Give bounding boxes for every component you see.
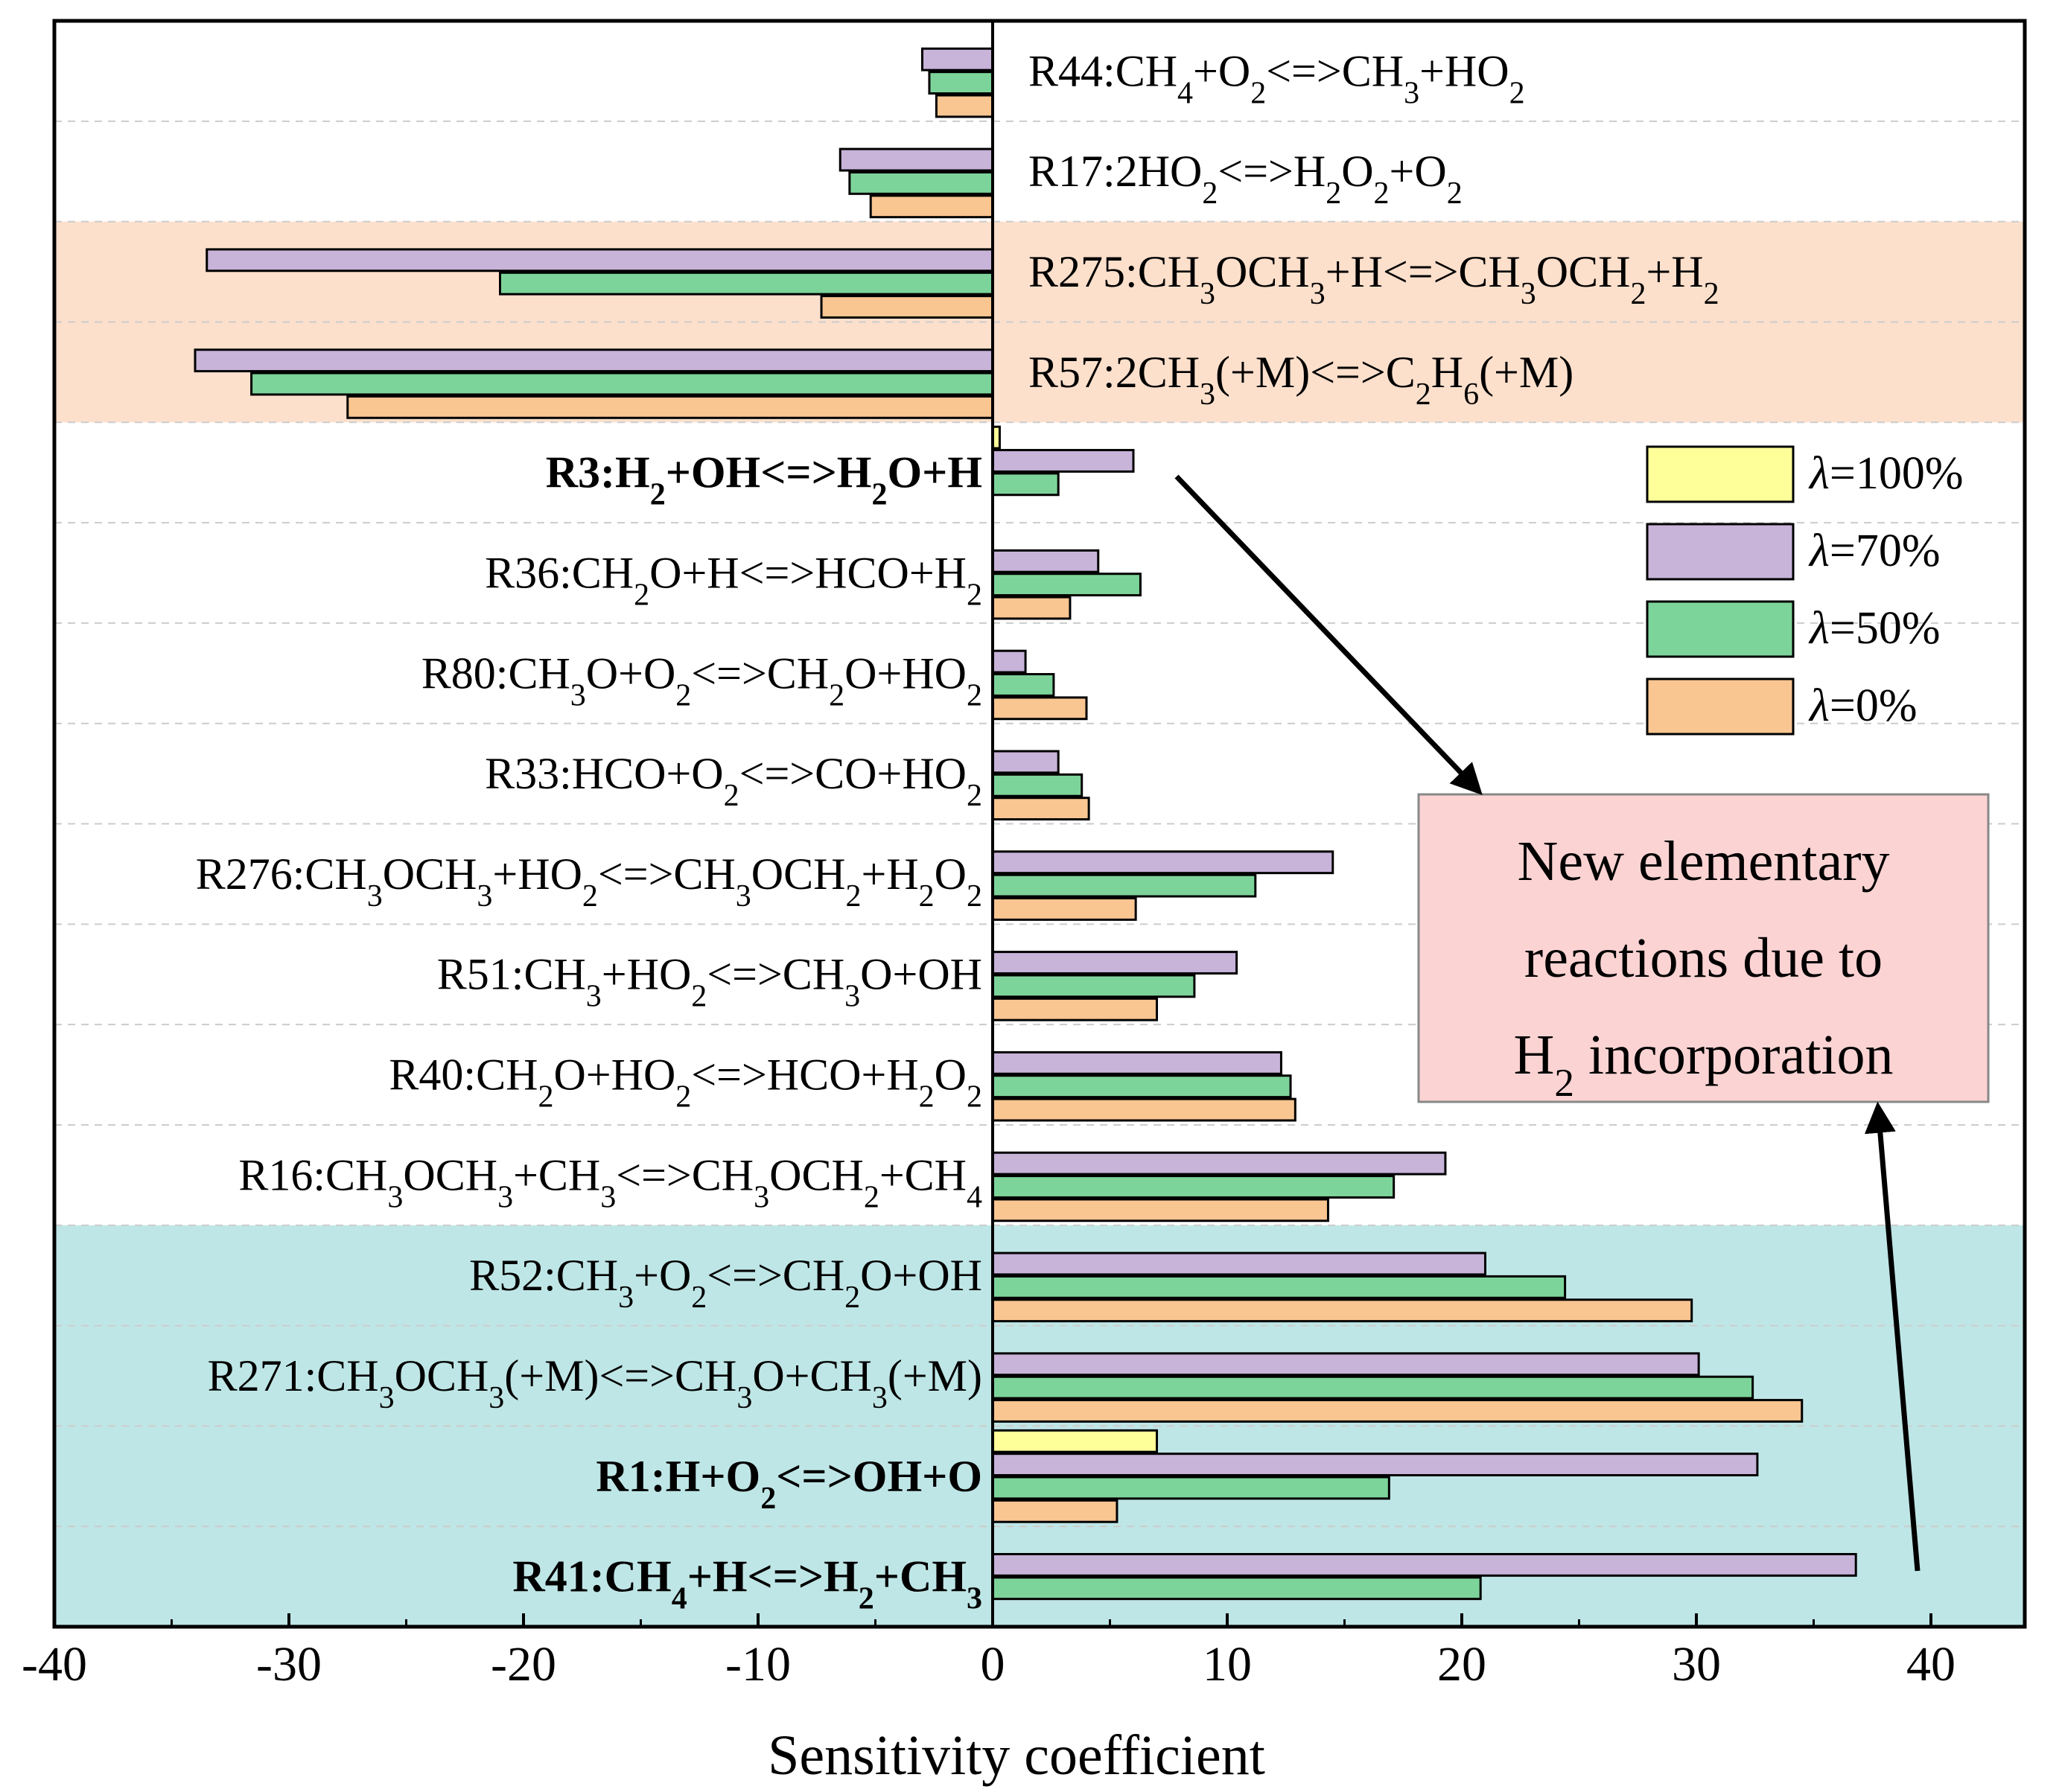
bar-3-1 <box>194 348 994 373</box>
annotation-line-1: reactions due to <box>1524 927 1883 989</box>
legend-label-2: λ=50% <box>1808 603 1940 654</box>
bar-3-3 <box>346 395 994 419</box>
x-tick-label: -10 <box>725 1637 791 1691</box>
bar-4-1 <box>991 449 1135 473</box>
legend-label-3: λ=0% <box>1808 680 1917 731</box>
bar-0-3 <box>935 94 994 118</box>
bar-11-3 <box>991 1198 1329 1222</box>
legend-swatch-1 <box>1646 523 1795 581</box>
plot-frame <box>52 19 2027 1629</box>
bar-15-1 <box>991 1552 1857 1577</box>
x-tick-label: 10 <box>1203 1637 1252 1691</box>
bar-11-1 <box>991 1151 1447 1176</box>
reaction-label-12: R52:CH3+O2<=>CH2O+OH <box>469 1251 982 1315</box>
bars <box>194 47 1857 1601</box>
reaction-label-15: R41:CH4+H<=>H2+CH3 <box>512 1552 982 1616</box>
bar-12-2 <box>991 1275 1567 1299</box>
annotation-box <box>1417 793 1990 1103</box>
reaction-label-1: R17:2HO2<=>H2O2+O2 <box>1028 147 1463 211</box>
annotation-line-0: New elementary <box>1517 830 1889 893</box>
bar-8-3 <box>991 897 1137 921</box>
x-tick-label: -30 <box>256 1637 322 1691</box>
bar-13-3 <box>991 1399 1804 1423</box>
bar-9-3 <box>991 997 1158 1021</box>
bar-12-1 <box>991 1251 1486 1276</box>
reaction-label-13: R271:CH3OCH3(+M)<=>CH3O+CH3(+M) <box>208 1351 982 1415</box>
reaction-label-3: R57:2CH3(+M)<=>C2H6(+M) <box>1028 348 1573 412</box>
reaction-label-2: R275:CH3OCH3+H<=>CH3OCH2+H2 <box>1028 247 1719 311</box>
axes: -40 -30 -20 -10 0 10 20 30 40 <box>22 19 2027 1691</box>
bar-5-2 <box>991 573 1142 597</box>
legend-swatch-3 <box>1646 677 1795 736</box>
bar-2-3 <box>820 295 994 319</box>
x-tick-label: 40 <box>1906 1637 1956 1691</box>
bar-0-2 <box>928 71 994 95</box>
bar-14-0 <box>991 1429 1158 1453</box>
bar-13-2 <box>991 1375 1754 1400</box>
reaction-label-11: R16:CH3OCH3+CH3<=>CH3OCH2+CH4 <box>238 1150 982 1214</box>
bar-15-2 <box>991 1576 1482 1601</box>
reaction-label-14: R1:H+O2<=>OH+O <box>596 1452 982 1516</box>
reaction-label-0: R44:CH4+O2<=>CH3+HO2 <box>1028 46 1525 110</box>
bar-6-2 <box>991 673 1055 697</box>
annotation-line-2: H2 incorporation <box>1514 1024 1894 1105</box>
legend-swatch-2 <box>1646 600 1795 658</box>
annotation: New elementary reactions due to H2 incorpo… <box>1174 474 1990 1572</box>
x-tick-label: 0 <box>981 1637 1005 1691</box>
bar-6-3 <box>991 696 1088 721</box>
bar-14-3 <box>991 1499 1118 1523</box>
reaction-label-8: R276:CH3OCH3+HO2<=>CH3OCH2+H2O2 <box>196 849 982 913</box>
x-tick-label: 30 <box>1672 1637 1721 1691</box>
bar-2-1 <box>206 248 994 272</box>
x-tick-label: -20 <box>491 1637 556 1691</box>
reaction-label-6: R80:CH3O+O2<=>CH2O+HO2 <box>421 648 982 712</box>
bar-12-3 <box>991 1298 1693 1323</box>
bar-10-1 <box>991 1050 1282 1075</box>
x-tick-label: -40 <box>22 1637 87 1691</box>
bar-1-2 <box>848 170 994 195</box>
x-axis-title: Sensitivity coefficient <box>768 1724 1265 1787</box>
bar-14-1 <box>991 1453 1759 1477</box>
bar-7-2 <box>991 773 1083 797</box>
bar-8-2 <box>991 873 1257 898</box>
legend-swatch-0 <box>1646 445 1795 503</box>
bar-1-3 <box>869 194 994 219</box>
bar-5-1 <box>991 549 1100 573</box>
reaction-label-10: R40:CH2O+HO2<=>HCO+H2O2 <box>389 1050 982 1115</box>
reaction-label-4: R3:H2+OH<=>H2O+H <box>546 448 982 512</box>
arrow-from-r41 <box>1864 1101 1921 1572</box>
bar-9-1 <box>991 951 1238 975</box>
bar-10-3 <box>991 1097 1296 1122</box>
reaction-label-5: R36:CH2O+H<=>HCO+H2 <box>485 548 982 612</box>
bar-10-2 <box>991 1074 1292 1099</box>
bar-1-1 <box>839 147 994 172</box>
bar-11-2 <box>991 1175 1396 1199</box>
x-tick-label: 20 <box>1437 1637 1486 1691</box>
reaction-label-7: R33:HCO+O2<=>CO+HO2 <box>485 749 982 813</box>
bar-8-1 <box>991 850 1334 875</box>
bar-3-2 <box>250 372 994 396</box>
bar-5-3 <box>991 596 1072 620</box>
legend-label-1: λ=70% <box>1808 526 1940 576</box>
arrow-to-box <box>1174 474 1483 796</box>
legend-label-0: λ=100% <box>1808 448 1963 499</box>
bar-13-1 <box>991 1352 1700 1377</box>
bar-2-2 <box>499 271 994 296</box>
reaction-labels: R44:CH4+O2<=>CH3+HO2R17:2HO2<=>H2O2+O2R2… <box>196 46 1719 1616</box>
reaction-label-9: R51:CH3+HO2<=>CH3O+OH <box>437 950 982 1014</box>
bar-7-3 <box>991 797 1090 821</box>
bar-4-2 <box>991 472 1060 497</box>
bar-7-1 <box>991 750 1060 774</box>
legend: λ=100% λ=70% λ=50% λ=0% <box>1646 445 1963 736</box>
bar-9-2 <box>991 974 1196 998</box>
bar-0-1 <box>921 47 994 71</box>
bar-14-2 <box>991 1476 1390 1500</box>
bar-6-1 <box>991 649 1027 674</box>
